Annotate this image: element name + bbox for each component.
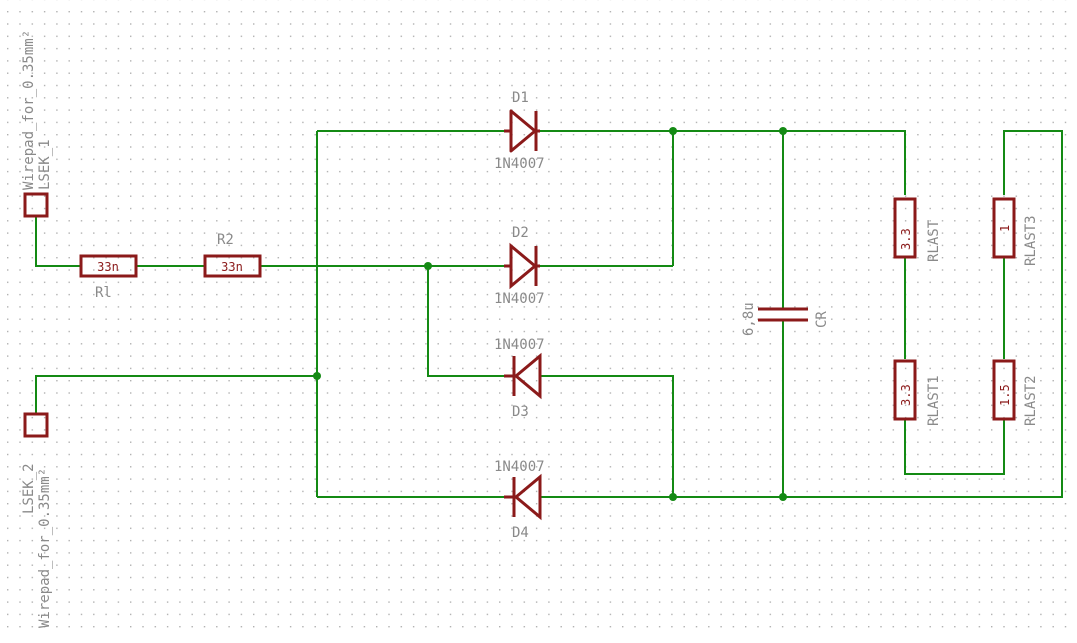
resistor-icon bbox=[203, 254, 262, 278]
wirepad-icon bbox=[23, 412, 49, 438]
diode-d1[interactable]: D1 1N4007 bbox=[494, 90, 545, 172]
diode-d4-value: 1N4007 bbox=[494, 459, 545, 475]
diode-d4[interactable]: 1N4007 D4 bbox=[494, 459, 545, 541]
diode-d3[interactable]: 1N4007 D3 bbox=[494, 337, 545, 420]
wirepad-icon bbox=[23, 192, 49, 218]
diode-d4-name: D4 bbox=[512, 525, 529, 541]
diode-d1-value: 1N4007 bbox=[494, 156, 545, 172]
junction-dot bbox=[669, 127, 677, 135]
resistor-rlast-value: 3.3 bbox=[899, 228, 913, 250]
resistor-r1-name: Rl bbox=[95, 285, 112, 301]
pad-lsek2-name: LSEK_2 bbox=[21, 463, 37, 514]
diode-d2-value: 1N4007 bbox=[494, 291, 545, 307]
capacitor-icon bbox=[758, 307, 808, 322]
wire-lsek2-to-rail bbox=[35, 375, 317, 413]
resistor-rlast3[interactable]: 1 RLAST3 bbox=[992, 197, 1039, 266]
resistor-rlast1-name: RLAST1 bbox=[926, 375, 942, 426]
resistor-rlast1[interactable]: 3.3 RLAST1 bbox=[893, 359, 942, 426]
wire-top-bus bbox=[540, 130, 906, 195]
resistor-icon bbox=[79, 254, 138, 278]
capacitor-cr[interactable]: 6,8u CR bbox=[741, 302, 830, 336]
junctions bbox=[313, 127, 787, 501]
diode-d1-name: D1 bbox=[512, 90, 529, 106]
resistor-r1[interactable]: 33n Rl bbox=[79, 254, 138, 301]
wire-lsek1-to-r1 bbox=[35, 217, 80, 267]
resistor-rlast3-name: RLAST3 bbox=[1023, 215, 1039, 266]
resistor-rlast2-value: 1.5 bbox=[998, 384, 1012, 406]
junction-dot bbox=[669, 493, 677, 501]
resistor-icon bbox=[893, 359, 917, 421]
resistor-rlast2[interactable]: 1.5 RLAST2 bbox=[992, 359, 1039, 426]
diode-d2[interactable]: D2 1N4007 bbox=[494, 225, 545, 307]
junction-dot bbox=[424, 262, 432, 270]
wire-bottom-bus bbox=[540, 130, 1063, 498]
pad-lsek1[interactable]: Wirepad_for_0.35mm² LSEK_1 bbox=[21, 30, 53, 218]
diode-d2-name: D2 bbox=[512, 225, 529, 241]
resistor-rlast-name: RLAST bbox=[926, 219, 942, 262]
resistor-r2-value: 33n bbox=[221, 260, 243, 274]
wires bbox=[35, 130, 1063, 498]
resistor-r2[interactable]: 33n R2 bbox=[203, 232, 262, 278]
junction-dot bbox=[779, 493, 787, 501]
resistor-r2-name: R2 bbox=[217, 232, 234, 248]
pad-lsek1-value: Wirepad_for_0.35mm² bbox=[21, 30, 37, 190]
diode-icon bbox=[513, 473, 542, 521]
capacitor-name: CR bbox=[814, 311, 830, 328]
resistor-icon bbox=[992, 359, 1016, 421]
resistor-r1-value: 33n bbox=[97, 260, 119, 274]
diode-icon bbox=[513, 352, 542, 400]
pad-lsek2[interactable]: LSEK_2 Wirepad_for_0.35mm² bbox=[21, 412, 53, 628]
resistor-rlast1-value: 3.3 bbox=[899, 384, 913, 406]
resistor-rlast[interactable]: 3.3 RLAST bbox=[893, 197, 942, 262]
junction-dot bbox=[779, 127, 787, 135]
wire-d3-to-right bbox=[540, 375, 674, 497]
wire-d2node-to-d3 bbox=[427, 266, 504, 377]
diode-d3-value: 1N4007 bbox=[494, 337, 545, 353]
junction-dot bbox=[313, 372, 321, 380]
resistor-rlast2-name: RLAST2 bbox=[1023, 375, 1039, 426]
pad-lsek2-value: Wirepad_for_0.35mm² bbox=[37, 468, 53, 628]
capacitor-value: 6,8u bbox=[741, 302, 757, 336]
diode-d3-name: D3 bbox=[512, 404, 529, 420]
resistor-icon bbox=[893, 197, 917, 259]
resistor-icon bbox=[992, 197, 1016, 259]
pad-lsek1-name: LSEK_1 bbox=[37, 139, 53, 190]
wire-rlast1-to-rlast2 bbox=[904, 420, 1005, 475]
resistor-rlast3-value: 1 bbox=[998, 225, 1012, 232]
